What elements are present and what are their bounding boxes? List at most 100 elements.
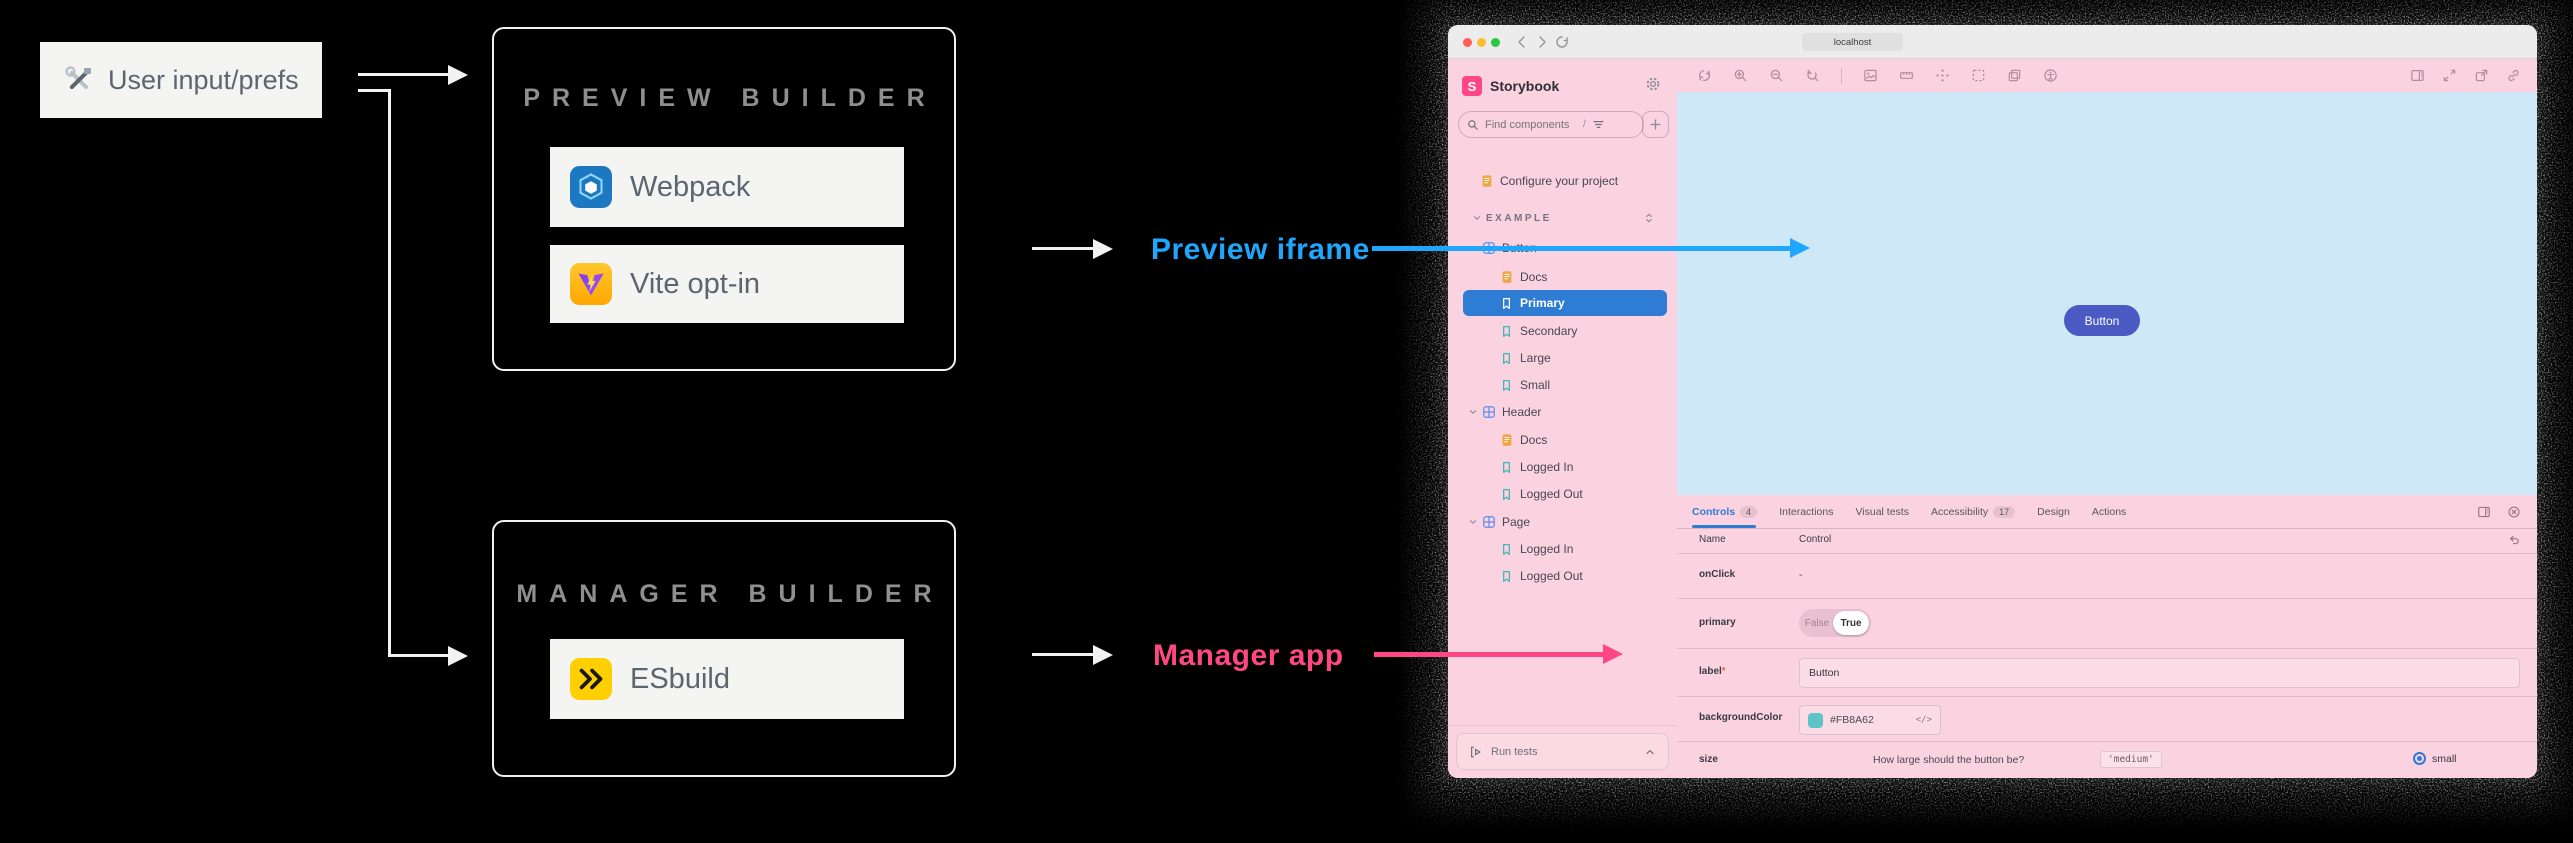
manager-app-arrow-head bbox=[1603, 644, 1623, 664]
boolean-toggle[interactable]: False True bbox=[1799, 609, 1871, 637]
search-input[interactable] bbox=[1485, 118, 1577, 131]
sidebar-item-page-logged-in[interactable]: Logged In bbox=[1448, 536, 1677, 562]
builder-item-vite: Vite opt-in bbox=[550, 245, 904, 323]
arrow-shaft bbox=[388, 89, 391, 657]
sidebar-item-large[interactable]: Large bbox=[1448, 345, 1677, 371]
sidebar-item-header[interactable]: Header bbox=[1448, 399, 1677, 425]
gear-icon[interactable] bbox=[1645, 76, 1661, 92]
create-story-button[interactable] bbox=[1642, 111, 1669, 138]
run-tests-button[interactable]: Run tests bbox=[1456, 733, 1669, 770]
close-traffic-light[interactable] bbox=[1463, 38, 1472, 47]
radio-dot[interactable] bbox=[2413, 752, 2426, 765]
arg-value: - bbox=[1799, 569, 1803, 581]
open-new-tab-icon[interactable] bbox=[2474, 68, 2489, 83]
measure-icon[interactable] bbox=[1899, 68, 1914, 83]
sidebar-item-page-logged-out[interactable]: Logged Out bbox=[1448, 563, 1677, 589]
canvas-toolbar bbox=[1677, 59, 2537, 92]
arg-description: How large should the button be? bbox=[1873, 754, 2025, 766]
sidebar-item-page[interactable]: Page bbox=[1448, 509, 1677, 535]
arrow-shaft bbox=[1032, 247, 1094, 250]
arg-name: backgroundColor bbox=[1699, 712, 1783, 723]
arg-name: primary bbox=[1699, 617, 1736, 628]
copy-link-icon[interactable] bbox=[2506, 68, 2521, 83]
tab-visual-tests[interactable]: Visual tests bbox=[1855, 505, 1909, 518]
dock-icon[interactable] bbox=[2410, 68, 2425, 83]
storybook-logo-icon: S bbox=[1462, 76, 1482, 96]
close-panel-icon[interactable] bbox=[2507, 505, 2521, 519]
color-value: #FB8A62 bbox=[1830, 714, 1874, 726]
arrow-head bbox=[448, 65, 468, 85]
controls-count-badge: 4 bbox=[1740, 505, 1758, 518]
fullscreen-icon[interactable] bbox=[2442, 68, 2457, 83]
sidebar-item-header-docs[interactable]: Docs bbox=[1448, 427, 1677, 453]
chevron-down-icon bbox=[1469, 520, 1477, 524]
search-shortcut: / bbox=[1583, 119, 1586, 130]
arrow-shaft bbox=[1032, 653, 1094, 656]
sidebar-item-secondary[interactable]: Secondary bbox=[1448, 318, 1677, 344]
remount-icon[interactable] bbox=[1697, 68, 1712, 83]
label-text-input[interactable] bbox=[1799, 658, 2520, 688]
sidebar-item-header-logged-out[interactable]: Logged Out bbox=[1448, 481, 1677, 507]
address-bar[interactable]: localhost bbox=[1802, 33, 1903, 51]
viewport-icon[interactable] bbox=[2007, 68, 2022, 83]
zoom-in-icon[interactable] bbox=[1733, 68, 1748, 83]
manager-app-arrow bbox=[1374, 652, 1604, 657]
builder-item-esbuild: ESbuild bbox=[550, 639, 904, 719]
webpack-icon bbox=[570, 166, 612, 208]
sidebar-item-configure-your-project[interactable]: Configure your project bbox=[1448, 168, 1677, 194]
grid-icon[interactable] bbox=[1935, 68, 1950, 83]
search-box[interactable]: / bbox=[1458, 111, 1644, 138]
sidebar-item-button-docs[interactable]: Docs bbox=[1448, 264, 1677, 290]
story-button[interactable]: Button bbox=[2064, 305, 2140, 336]
tab-interactions[interactable]: Interactions bbox=[1779, 505, 1834, 518]
chevron-down-icon bbox=[1473, 216, 1481, 220]
preview-builder-box: PREVIEW BUILDER Webpack Vite opt-in bbox=[492, 27, 956, 371]
size-radio-small[interactable]: small bbox=[2413, 752, 2457, 765]
builder-item-webpack: Webpack bbox=[550, 147, 904, 227]
forward-arrow-icon[interactable] bbox=[1534, 34, 1550, 50]
control-row-label: label* bbox=[1677, 648, 2537, 696]
zoom-traffic-light[interactable] bbox=[1491, 38, 1500, 47]
panel-position-icon[interactable] bbox=[2477, 505, 2491, 519]
chevron-up-icon[interactable] bbox=[1644, 746, 1656, 758]
sidebar-item-small[interactable]: Small bbox=[1448, 372, 1677, 398]
tab-actions[interactable]: Actions bbox=[2091, 505, 2127, 518]
tree-item-label: Secondary bbox=[1520, 324, 1578, 338]
code-icon[interactable]: </> bbox=[1915, 715, 1932, 725]
collapse-expand-icon[interactable] bbox=[1643, 211, 1655, 225]
bookmark-icon bbox=[1503, 461, 1510, 473]
browser-chrome: localhost bbox=[1448, 25, 2537, 59]
minimize-traffic-light[interactable] bbox=[1477, 38, 1486, 47]
toggle-true[interactable]: True bbox=[1833, 611, 1869, 635]
outline-icon[interactable] bbox=[1971, 68, 1986, 83]
reload-icon[interactable] bbox=[1554, 34, 1570, 50]
tab-design[interactable]: Design bbox=[2037, 505, 2070, 518]
filter-icon[interactable] bbox=[1592, 118, 1605, 131]
sidebar-item-header-logged-in[interactable]: Logged In bbox=[1448, 454, 1677, 480]
color-swatch[interactable] bbox=[1808, 712, 1823, 728]
bookmark-icon bbox=[1503, 488, 1510, 500]
sidebar-section-example[interactable]: EXAMPLE bbox=[1448, 205, 1677, 231]
toggle-false[interactable]: False bbox=[1804, 617, 1830, 629]
sidebar-item-primary[interactable]: Primary bbox=[1463, 290, 1667, 316]
color-picker-control[interactable]: #FB8A62 </> bbox=[1799, 705, 1941, 735]
storybook-brand[interactable]: S Storybook bbox=[1462, 76, 1559, 96]
bookmark-icon bbox=[1503, 379, 1510, 391]
zoom-reset-icon[interactable] bbox=[1805, 68, 1820, 83]
preview-iframe-arrow bbox=[1372, 246, 1792, 251]
reset-controls-icon[interactable] bbox=[2507, 533, 2521, 547]
search-icon bbox=[1468, 119, 1478, 130]
control-row-size: size How large should the button be? 'me… bbox=[1677, 741, 2537, 778]
back-arrow-icon[interactable] bbox=[1514, 34, 1530, 50]
accessibility-icon[interactable] bbox=[2043, 68, 2058, 83]
bookmark-icon bbox=[1503, 570, 1510, 582]
backgrounds-icon[interactable] bbox=[1863, 68, 1878, 83]
zoom-out-icon[interactable] bbox=[1769, 68, 1784, 83]
component-icon bbox=[1483, 516, 1495, 528]
chevron-down-icon bbox=[1469, 410, 1477, 414]
storybook-window: localhost S Storybook / Configure bbox=[1448, 25, 2537, 778]
control-row-background-color: backgroundColor #FB8A62 </> bbox=[1677, 696, 2537, 741]
